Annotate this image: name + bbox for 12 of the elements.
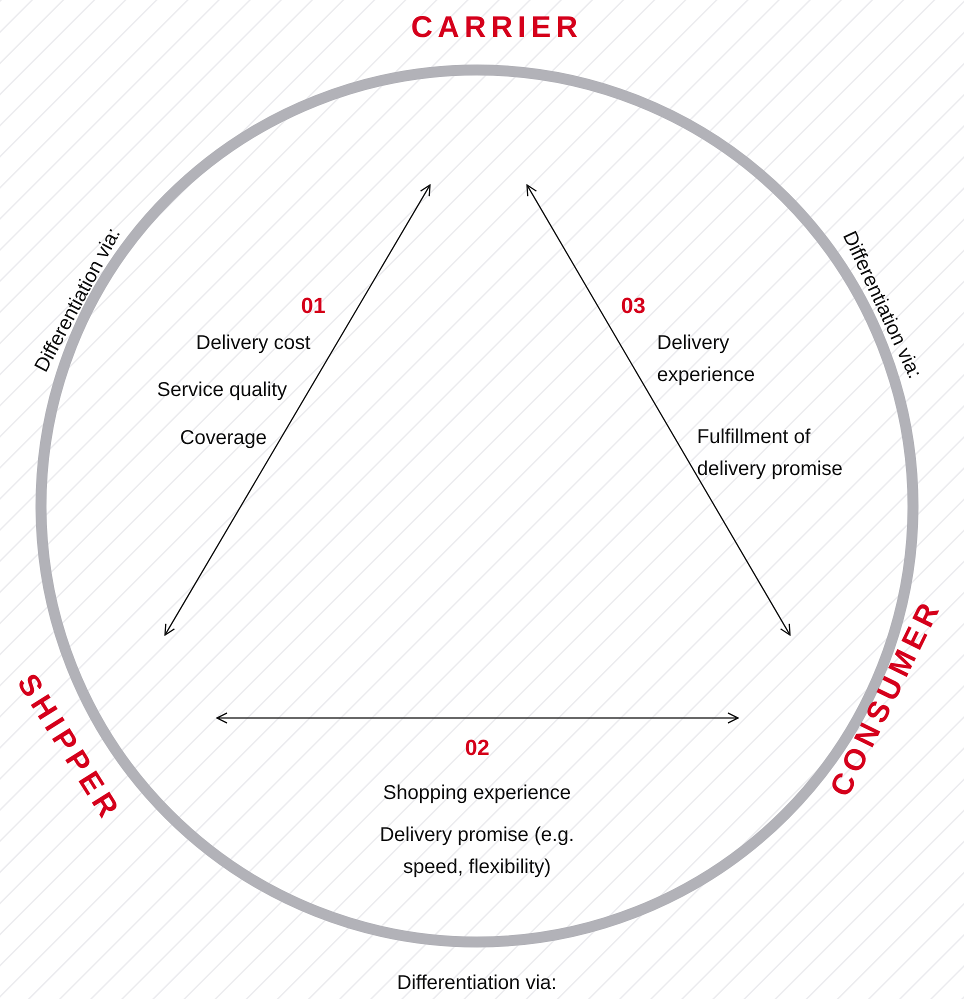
callout-number: 01 xyxy=(301,293,326,319)
label-text: Fulfillment of delivery promise xyxy=(697,425,844,482)
label-text: Coverage xyxy=(180,426,267,451)
callout-number: 02 xyxy=(465,735,490,761)
label-text: Delivery cost xyxy=(196,331,310,356)
party-label: CARRIER xyxy=(411,11,583,45)
callout-number: 03 xyxy=(621,293,646,319)
label-text: Delivery experience xyxy=(657,331,756,388)
label-text: Shopping experience xyxy=(383,781,571,806)
label-text: Delivery promise (e.g. speed, flexibility) xyxy=(378,823,576,880)
label-text: Service quality xyxy=(157,378,288,403)
label-text: Differentiation via: xyxy=(397,971,557,996)
